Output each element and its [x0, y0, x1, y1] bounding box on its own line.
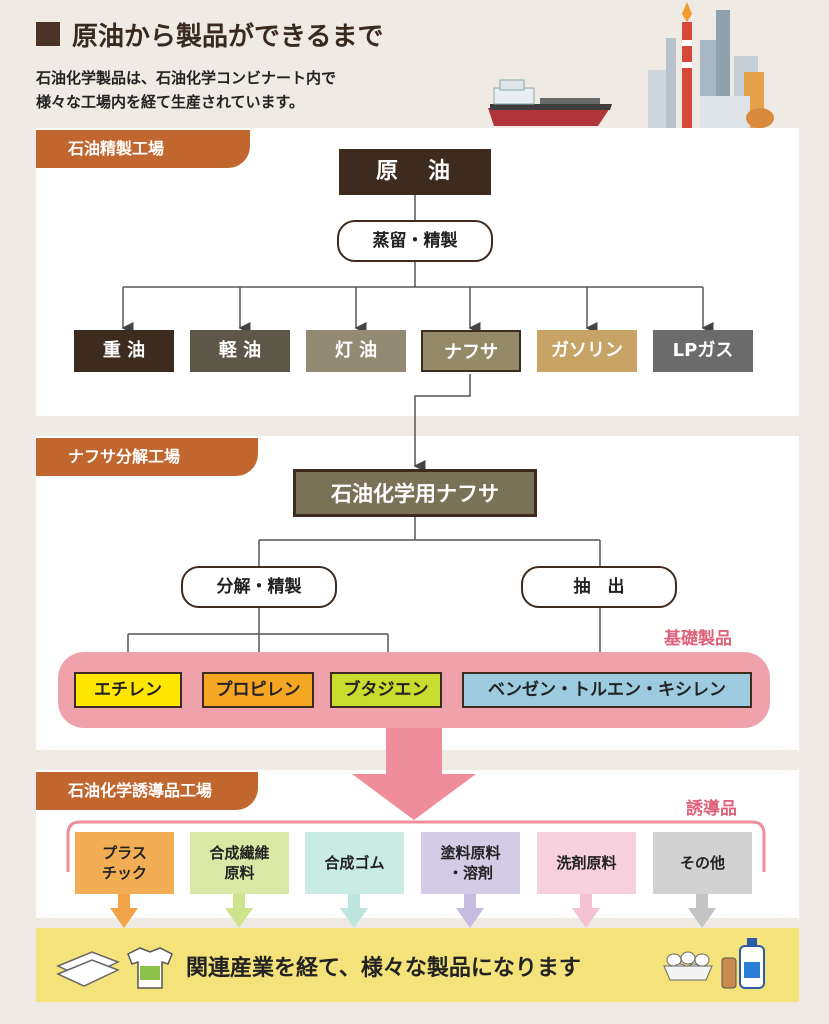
btx-box: ベンゼン・トルエン・キシレン — [462, 672, 752, 708]
paint-solvent-line-1: 塗料原料 — [440, 844, 501, 862]
others-line-1: その他 — [679, 854, 725, 872]
extraction-process: 抽 出 — [521, 566, 677, 608]
intro-line-1: 石油化学製品は、石油化学コンビナート内で — [36, 69, 337, 87]
chemical-naphtha-box: 石油化学用ナフサ — [293, 469, 537, 517]
cracking-process: 分解・精製 — [181, 566, 337, 608]
distillation-process: 蒸留・精製 — [337, 220, 493, 262]
plastics-line-2: チック — [101, 864, 147, 882]
ethylene-box: エチレン — [74, 672, 182, 708]
light-oil-box: 軽 油 — [190, 330, 290, 372]
derivatives-label: 誘導品 — [686, 799, 737, 819]
gasoline-box: ガソリン — [537, 330, 637, 372]
detergent-box: 洗剤原料 — [537, 832, 636, 894]
propylene-box: プロピレン — [202, 672, 314, 708]
derivatives-tab: 石油化学誘導品工場 — [36, 772, 258, 810]
synthetic-rubber-line-1: 合成ゴム — [324, 854, 385, 872]
paint-solvent-box: 塗料原料・溶剤 — [421, 832, 520, 894]
conclusion-text: 関連産業を経て、様々な製品になります — [186, 956, 581, 981]
naphtha-tab: ナフサ分解工場 — [36, 438, 258, 476]
synthetic-fiber-line-1: 合成繊維 — [209, 844, 270, 862]
intro-line-2: 様々な工場内を経て生産されています。 — [36, 93, 305, 111]
plastics-box: プラスチック — [75, 832, 174, 894]
basic-products-label: 基礎製品 — [664, 629, 732, 649]
detergent-line-1: 洗剤原料 — [556, 854, 617, 872]
others-box: その他 — [653, 832, 752, 894]
plastics-line-1: プラス — [102, 844, 147, 862]
refinery-tab: 石油精製工場 — [36, 130, 250, 168]
title-square-icon — [36, 22, 60, 46]
synthetic-fiber-box: 合成繊維原料 — [190, 832, 289, 894]
intro-text: 石油化学製品は、石油化学コンビナート内で 様々な工場内を経て生産されています。 — [36, 66, 336, 114]
page-title: 原油から製品ができるまで — [72, 22, 384, 52]
kerosene-box: 灯 油 — [306, 330, 406, 372]
heavy-oil-box: 重 油 — [74, 330, 174, 372]
synthetic-fiber-line-2: 原料 — [224, 864, 255, 882]
paint-solvent-line-2: ・溶剤 — [447, 864, 493, 882]
naphtha-box: ナフサ — [421, 330, 521, 372]
crude-oil-box: 原 油 — [339, 149, 491, 195]
butadiene-box: ブタジエン — [330, 672, 442, 708]
lpg-box: LPガス — [653, 330, 753, 372]
synthetic-rubber-box: 合成ゴム — [305, 832, 404, 894]
